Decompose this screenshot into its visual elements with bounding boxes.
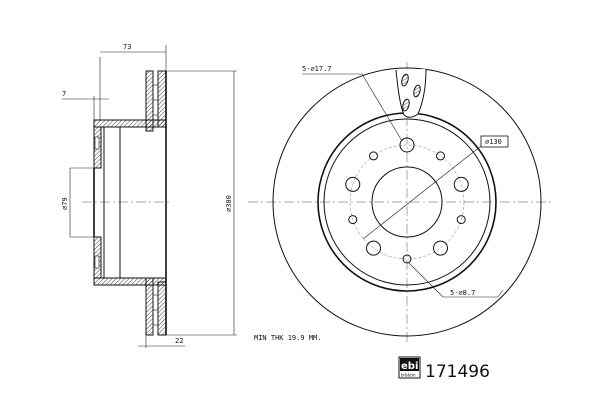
dimension-73: 73 [99,43,167,120]
min-thickness-note: MIN THK 19.9 MM. [254,334,321,342]
disc-plate-inner-bottom [157,281,167,336]
disc-plate-inner-top [157,70,167,128]
wheel-bolt-hole [345,176,361,192]
center-bore [371,166,443,238]
bolt-circle [349,144,465,260]
dimension-22: 22 [138,335,185,348]
locating-screw-hole [436,151,446,161]
dim-300-label: ⌀300 [225,195,233,212]
small-holes-callout: 5-⌀8.7 [408,262,504,298]
wheel-bolt-hole [365,240,381,256]
large-holes-callout: 5-⌀17.7 [302,65,403,142]
dimension-300: ⌀300 [166,70,237,336]
wheel-bolt-hole [399,137,415,153]
vent-ribs [152,71,159,335]
disc-outer-edge [272,67,542,337]
side-section-view: 73 7 ⌀79 ⌀300 22 [61,43,237,348]
dim-7-label: 7 [62,90,66,98]
dimension-7: 7 [62,90,109,120]
dim-73-label: 73 [123,43,131,51]
vent-cutout [395,68,427,118]
locating-screw-hole [456,215,466,225]
pcd-callout: ⌀130 [362,135,509,240]
locating-screw-hole [348,215,358,225]
large-holes-label: 5-⌀17.7 [302,65,332,73]
svg-text:bilstein: bilstein [401,373,416,378]
wheel-bolt-hole [433,240,449,256]
front-view: 5-⌀17.7 ⌀130 5-⌀8.7 [248,62,552,345]
hat-top-wall [93,119,167,128]
dim-79-label: ⌀79 [61,197,69,210]
pcd-label: ⌀130 [485,138,502,146]
svg-text:ebi: ebi [401,361,418,372]
disc-plate-outer-bottom [145,277,154,336]
small-holes-label: 5-⌀8.7 [450,289,475,297]
wheel-bolt-hole [453,176,469,192]
febi-bilstein-logo: ebi bilstein [398,356,421,379]
hat-bottom-wall [93,277,167,286]
dimension-79: ⌀79 [61,167,94,238]
locating-screw-hole [368,151,378,161]
hat-inner-ring [323,118,491,286]
dim-22-label: 22 [175,337,183,345]
locating-screw-hole [402,254,412,264]
part-number: 171496 [425,362,490,382]
